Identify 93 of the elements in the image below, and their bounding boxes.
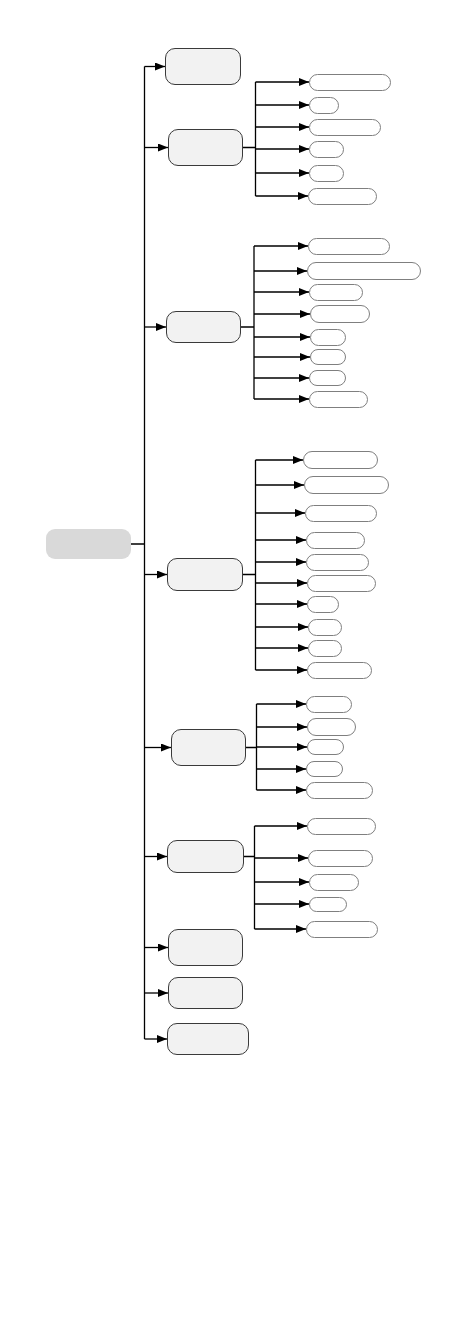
arrow — [254, 78, 310, 86]
item-pill — [307, 595, 339, 613]
category-box — [168, 977, 243, 1009]
arrow — [143, 852, 168, 861]
arrow — [254, 123, 310, 131]
arrow — [254, 600, 308, 608]
arrow — [254, 558, 307, 566]
arrow — [254, 481, 305, 489]
item-pill — [303, 451, 378, 469]
arrow — [253, 878, 310, 886]
arrow — [143, 323, 167, 331]
category-box — [168, 929, 243, 966]
item-pill — [306, 695, 352, 713]
item-pill — [309, 873, 359, 891]
arrow — [253, 267, 308, 275]
arrow — [253, 395, 310, 403]
category-box — [168, 129, 243, 166]
arrow — [254, 666, 308, 674]
arrow — [143, 743, 172, 752]
item-pill — [306, 920, 378, 938]
connector-line — [242, 81, 257, 197]
arrow — [255, 743, 308, 751]
item-pill — [308, 639, 342, 657]
arrow — [254, 536, 307, 544]
item-pill — [310, 328, 346, 346]
item-pill — [308, 237, 390, 255]
arrow — [255, 700, 307, 708]
arrow — [255, 723, 308, 731]
item-pill — [307, 817, 376, 835]
arrow — [143, 943, 169, 952]
item-pill — [309, 164, 344, 182]
arrow — [254, 192, 309, 200]
arrow — [254, 101, 310, 109]
connector-line — [245, 703, 258, 791]
arrow — [143, 989, 169, 997]
arrow — [255, 765, 307, 773]
item-pill — [307, 262, 421, 280]
item-pill — [305, 504, 377, 522]
connector-line — [242, 459, 257, 671]
arrow — [253, 242, 309, 250]
item-pill — [306, 531, 365, 549]
item-pill — [307, 574, 376, 592]
category-box — [171, 729, 246, 766]
item-pill — [308, 618, 342, 636]
arrow — [253, 900, 310, 908]
item-pill — [309, 896, 347, 912]
item-pill — [306, 761, 343, 777]
arrow — [253, 333, 311, 341]
arrow — [253, 822, 308, 830]
category-box — [167, 1023, 249, 1055]
arrow — [254, 456, 304, 464]
item-pill — [308, 849, 373, 867]
item-pill — [307, 718, 356, 736]
arrow — [254, 509, 306, 517]
item-pill — [309, 140, 344, 158]
arrow — [254, 644, 309, 652]
item-pill — [309, 283, 363, 301]
item-pill — [309, 370, 346, 386]
arrow — [143, 1035, 168, 1043]
item-pill — [310, 349, 346, 365]
arrow — [254, 145, 310, 153]
arrow — [254, 579, 308, 587]
arrow — [143, 143, 169, 152]
connector-line — [130, 65, 146, 1040]
item-pill — [306, 781, 373, 799]
item-pill — [309, 118, 381, 136]
item-pill — [308, 187, 377, 205]
arrow — [255, 786, 307, 794]
item-pill — [309, 390, 368, 408]
arrow — [253, 925, 307, 933]
item-pill — [309, 73, 391, 91]
item-pill — [307, 739, 344, 755]
item-pill — [307, 661, 372, 679]
category-box — [165, 48, 241, 85]
category-box — [167, 558, 243, 591]
category-box — [166, 311, 241, 343]
arrow — [143, 62, 166, 71]
category-box — [167, 840, 244, 873]
connector-line — [240, 245, 255, 400]
arrow — [143, 570, 168, 579]
item-pill — [310, 305, 370, 323]
arrow — [253, 288, 310, 296]
item-pill — [304, 476, 389, 494]
arrow — [253, 310, 311, 318]
arrow — [253, 353, 311, 361]
arrow — [254, 169, 310, 177]
arrow — [253, 854, 309, 862]
root-box — [46, 529, 131, 559]
arrow — [254, 623, 309, 631]
item-pill — [306, 553, 369, 571]
connector-line — [243, 825, 256, 930]
item-pill — [309, 96, 339, 114]
arrow — [253, 374, 310, 382]
